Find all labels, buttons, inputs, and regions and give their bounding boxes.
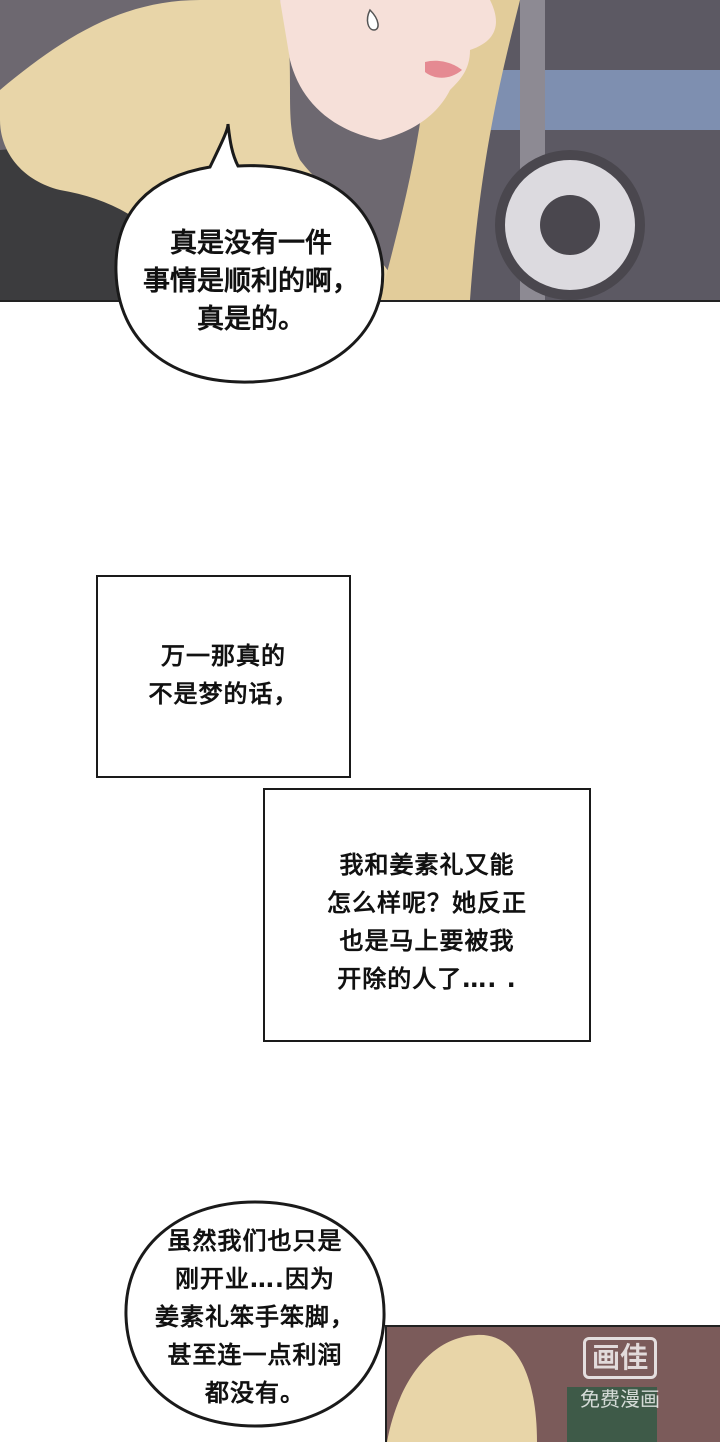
bottom-speech-bubble-text: 虽然我们也只是 刚开业….因为 姜素礼笨手笨脚， 甚至连一点利润 都没有。 <box>155 1227 355 1407</box>
watermark: 画佳 免费漫画 <box>560 1337 680 1412</box>
watermark-caption: 免费漫画 <box>580 1387 660 1411</box>
hair-right <box>380 0 520 300</box>
narration-box-2-text: 我和姜素礼又能 怎么样呢？她反正 也是马上要被我 开除的人了…. . <box>327 851 527 993</box>
mouth <box>425 60 462 78</box>
watermark-logo: 画佳 <box>582 1337 657 1379</box>
narration-box-2: 我和姜素礼又能 怎么样呢？她反正 也是马上要被我 开除的人了…. . <box>263 788 591 1042</box>
face <box>280 0 496 140</box>
bottom-panel-illustration <box>387 1327 720 1442</box>
narration-box-1: 万一那真的 不是梦的话， <box>96 575 351 778</box>
narration-box-1-text: 万一那真的 不是梦的话， <box>148 642 299 708</box>
hair-bottom <box>387 1334 537 1442</box>
wheel-hub <box>540 195 600 255</box>
top-speech-bubble-text: 真是没有一件 事情是顺利的啊， 真是的。 <box>143 228 359 335</box>
sweat-drop-icon <box>366 8 379 31</box>
top-speech-bubble-shape <box>114 123 385 384</box>
shop-sign <box>567 1387 657 1442</box>
bottom-comic-panel: 画佳 免费漫画 <box>385 1325 720 1442</box>
bottom-speech-bubble-shape <box>124 1200 386 1428</box>
